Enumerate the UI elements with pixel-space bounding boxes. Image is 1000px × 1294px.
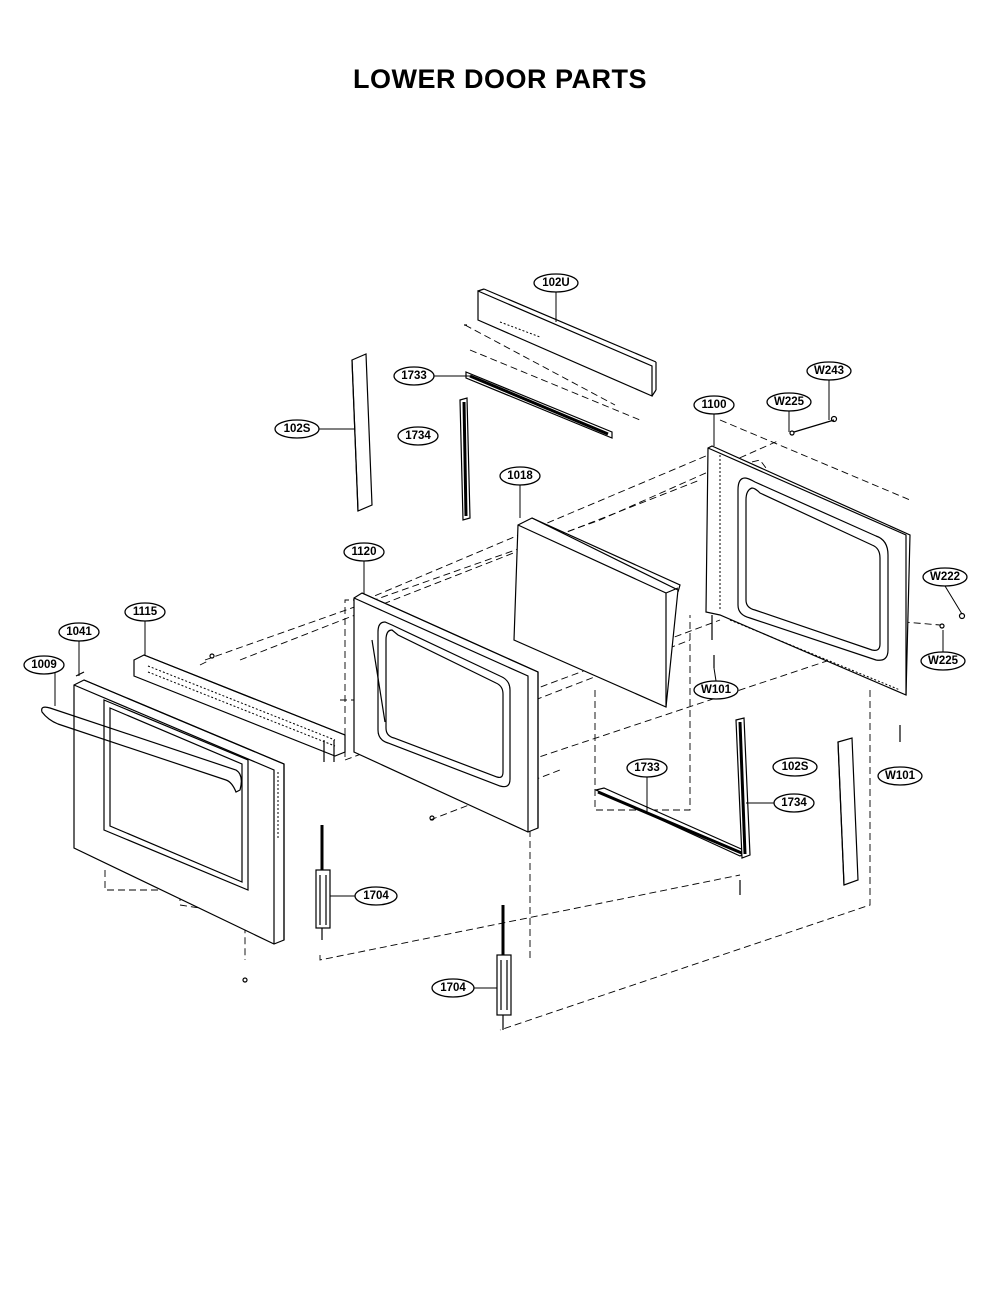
part-1734-right-rail <box>735 717 751 895</box>
callout-W225-right: W225 <box>920 651 966 671</box>
part-1018-glass-panel <box>513 517 681 708</box>
part-1100-inner-frame <box>705 445 911 696</box>
callout-label: 1733 <box>401 370 427 382</box>
callout-label: 102S <box>782 761 809 773</box>
callout-label: W225 <box>928 655 959 667</box>
callout-label: W101 <box>885 770 916 782</box>
part-102S-right-strip <box>837 737 859 886</box>
part-1115-door-trim <box>133 653 346 762</box>
callout-label: W101 <box>701 684 732 696</box>
callout-label: 102S <box>284 423 311 435</box>
callout-102U: 102U <box>533 273 579 293</box>
callout-1041: 1041 <box>58 622 100 642</box>
callout-1704-bottom: 1704 <box>431 978 475 998</box>
part-102S-left-strip <box>351 353 373 512</box>
callout-label: 1100 <box>702 399 727 411</box>
callout-label: W243 <box>814 365 844 377</box>
callout-W101-right: W101 <box>877 766 923 786</box>
callout-label: 1018 <box>507 470 533 482</box>
callout-1018: 1018 <box>499 466 541 486</box>
callout-label: 1734 <box>405 430 431 442</box>
callout-label: 1704 <box>363 890 389 902</box>
callout-label: 1115 <box>133 606 158 618</box>
callout-1734-right: 1734 <box>773 793 815 813</box>
callout-label: 1734 <box>781 797 807 809</box>
callout-W243: W243 <box>806 361 852 381</box>
part-1733-top-rail <box>465 371 613 439</box>
part-1734-left-rail <box>459 397 471 521</box>
part-1733-lower-rail <box>594 787 750 857</box>
callout-label: W222 <box>930 571 960 583</box>
part-1009-outer-door <box>41 671 285 983</box>
callout-1733-right: 1733 <box>626 758 668 778</box>
callout-1704-left: 1704 <box>354 886 398 906</box>
callout-label: 1120 <box>352 546 377 558</box>
callout-W222: W222 <box>922 567 968 587</box>
part-1704-hinge-bottom <box>496 905 512 1030</box>
callout-label: 1704 <box>440 982 466 994</box>
callout-102S-right: 102S <box>772 757 818 777</box>
part-1120-middle-frame <box>353 592 539 833</box>
callout-W101-mid: W101 <box>693 680 739 700</box>
callout-label: 1009 <box>31 659 57 671</box>
callout-1009: 1009 <box>23 655 65 675</box>
callout-label: 102U <box>542 277 570 289</box>
leader-lines <box>54 292 963 989</box>
callout-1733-top: 1733 <box>393 366 435 386</box>
callout-label: 1041 <box>66 626 92 638</box>
callout-label: W225 <box>774 396 805 408</box>
callout-1115: 1115 <box>124 602 166 622</box>
page-title: LOWER DOOR PARTS <box>353 64 647 94</box>
callout-W225-top: W225 <box>766 392 812 412</box>
callout-1734-top: 1734 <box>397 426 439 446</box>
callout-1120: 1120 <box>343 542 385 562</box>
callout-102S-left: 102S <box>274 419 320 439</box>
callout-label: 1733 <box>634 762 660 774</box>
part-1704-hinge-left <box>315 825 331 940</box>
callout-1100: 1100 <box>693 395 735 415</box>
part-102U-top-strip <box>464 288 657 397</box>
